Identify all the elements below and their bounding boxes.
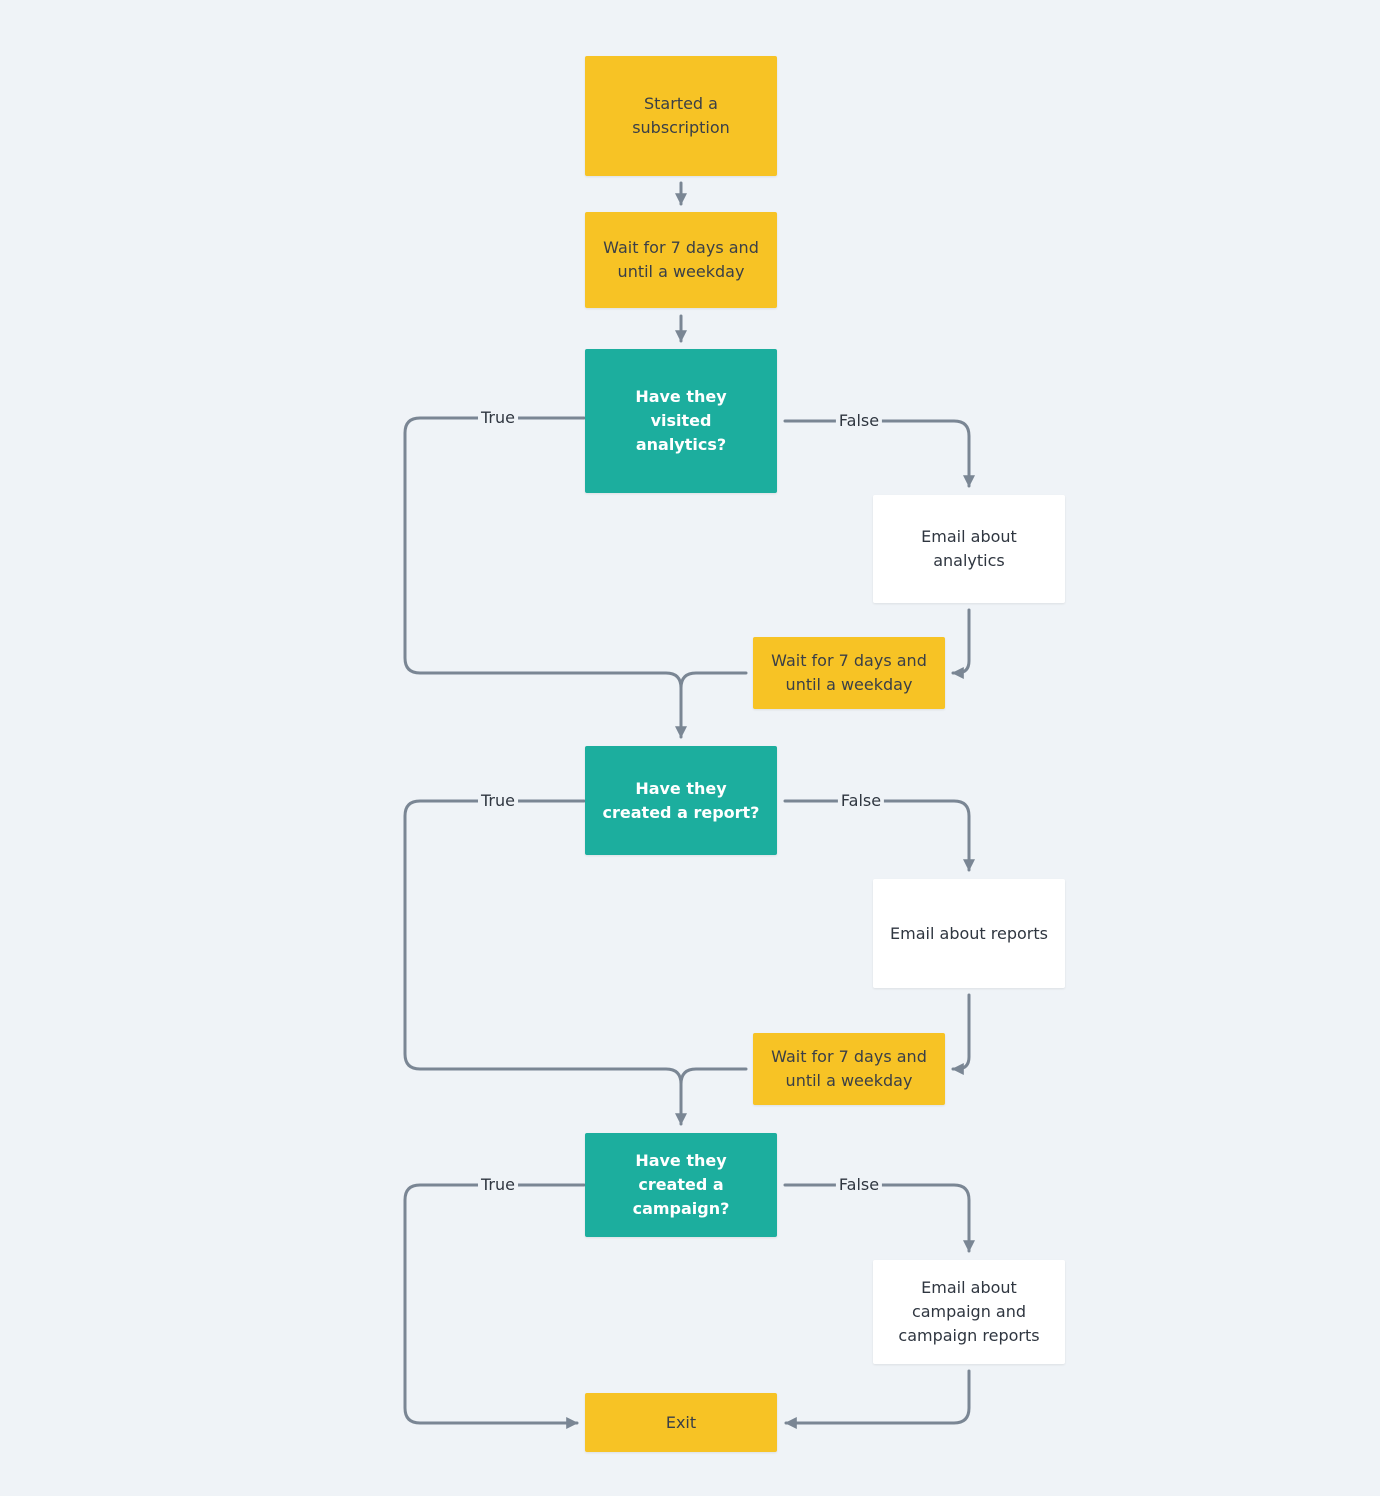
node-exit[interactable]: Exit <box>585 1393 777 1452</box>
edge-decision3-true <box>403 1183 586 1429</box>
node-decision-1[interactable]: Have they visited analytics? <box>585 349 777 493</box>
edge-label-d3-true: True <box>478 1175 518 1195</box>
node-decision-2[interactable]: Have they created a report? <box>585 746 777 855</box>
edge-decision1-false <box>783 419 975 488</box>
node-wait-2[interactable]: Wait for 7 days and until a weekday <box>753 637 945 709</box>
node-wait-1[interactable]: Wait for 7 days and until a weekday <box>585 212 777 308</box>
node-start[interactable]: Started a subscription <box>585 56 777 176</box>
edge-email1-to-wait2 <box>951 608 971 679</box>
node-decision-3[interactable]: Have they created a campaign? <box>585 1133 777 1237</box>
node-email-3[interactable]: Email about campaign and campaign report… <box>873 1260 1065 1364</box>
edge-wait3-to-merge <box>679 1067 748 1086</box>
node-email-2-label: Email about reports <box>890 923 1048 943</box>
node-decision-2-label: Have they created a report? <box>602 778 760 822</box>
edge-decision1-true <box>403 416 687 739</box>
node-wait-1-label: Wait for 7 days and until a weekday <box>603 238 759 281</box>
node-wait-2-label: Wait for 7 days and until a weekday <box>771 651 927 694</box>
node-exit-label: Exit <box>665 1412 697 1432</box>
edge-label-d3-false: False <box>835 1175 883 1195</box>
node-wait-3[interactable]: Wait for 7 days and until a weekday <box>753 1033 945 1105</box>
edge-label-d2-false: False <box>837 791 885 811</box>
node-email-3-label: Email about campaign and campaign report… <box>898 1278 1040 1345</box>
edge-decision2-false <box>783 799 975 872</box>
edge-label-d2-true: True <box>478 791 518 811</box>
edge-decision3-false <box>783 1183 975 1253</box>
node-decision-3-label: Have they created a campaign? <box>632 1151 730 1218</box>
edge-label-d1-true: True <box>478 408 518 428</box>
edge-email2-to-wait3 <box>951 993 971 1075</box>
node-wait-3-label: Wait for 7 days and until a weekday <box>771 1047 927 1090</box>
node-start-label: Started a subscription <box>632 94 730 137</box>
node-email-1-label: Email about analytics <box>921 527 1017 570</box>
node-email-1[interactable]: Email about analytics <box>873 495 1065 603</box>
edge-wait2-to-merge <box>679 671 748 690</box>
node-email-2[interactable]: Email about reports <box>873 879 1065 988</box>
node-decision-1-label: Have they visited analytics? <box>635 387 727 454</box>
edge-decision2-true <box>403 799 687 1126</box>
edge-label-d1-false: False <box>835 411 883 431</box>
edge-email3-to-exit <box>784 1369 971 1429</box>
